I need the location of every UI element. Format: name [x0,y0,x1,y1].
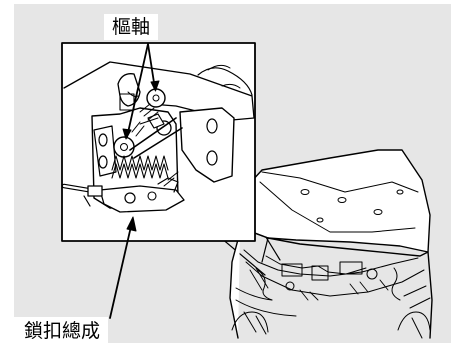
latch-detail-inset [61,42,256,242]
latch-assembly-callout-arrow [109,216,137,319]
pivot-callout-arrows [122,43,160,140]
pivot-label: 樞軸 [104,14,159,40]
release-cable [61,183,103,207]
latch-assembly-label: 鎖扣總成 [14,317,109,346]
coil-spring [111,155,169,179]
car-open-hood-illustration [229,149,433,339]
